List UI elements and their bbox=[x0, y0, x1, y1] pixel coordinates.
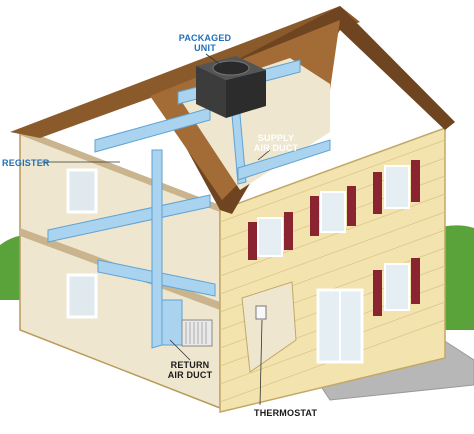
label-register: REGISTER bbox=[2, 158, 50, 168]
label-return-air-duct: RETURN AIR DUCT bbox=[167, 360, 213, 380]
label-thermostat: THERMOSTAT bbox=[254, 408, 318, 418]
front-windows bbox=[248, 160, 420, 316]
thermostat-device bbox=[255, 305, 267, 320]
thermostat-cutaway bbox=[241, 281, 297, 373]
shutter bbox=[310, 196, 319, 236]
window-front-2 bbox=[320, 191, 346, 233]
packaged-unit-left-face bbox=[196, 66, 226, 118]
return-grille bbox=[181, 319, 213, 347]
shutter bbox=[347, 186, 356, 226]
packaged-unit-right-face bbox=[226, 70, 266, 118]
roof-left-slope bbox=[10, 6, 360, 138]
window-front-1 bbox=[257, 217, 283, 257]
leader-lines bbox=[42, 53, 271, 406]
window-front-3 bbox=[384, 165, 410, 209]
supply-duct-front bbox=[237, 139, 331, 181]
shutter bbox=[411, 160, 420, 202]
label-supply-air-duct: SUPPLY AIR DUCT bbox=[253, 133, 299, 153]
window-upper-left bbox=[66, 168, 98, 214]
shutter bbox=[411, 258, 420, 304]
label-packaged-unit: PACKAGED UNIT bbox=[178, 33, 232, 53]
window-lower-left bbox=[66, 273, 98, 319]
return-duct-vertical bbox=[151, 149, 163, 349]
return-duct-branch bbox=[161, 299, 183, 346]
grille-slats bbox=[185, 322, 207, 344]
shutter bbox=[284, 212, 293, 250]
shutter bbox=[373, 172, 382, 214]
shutter bbox=[248, 222, 257, 260]
attic-floor bbox=[20, 128, 220, 212]
shutter bbox=[373, 270, 382, 316]
supply-duct-attic-2 bbox=[94, 107, 211, 153]
packaged-unit-fan bbox=[212, 60, 250, 76]
window-front-4 bbox=[384, 263, 410, 311]
